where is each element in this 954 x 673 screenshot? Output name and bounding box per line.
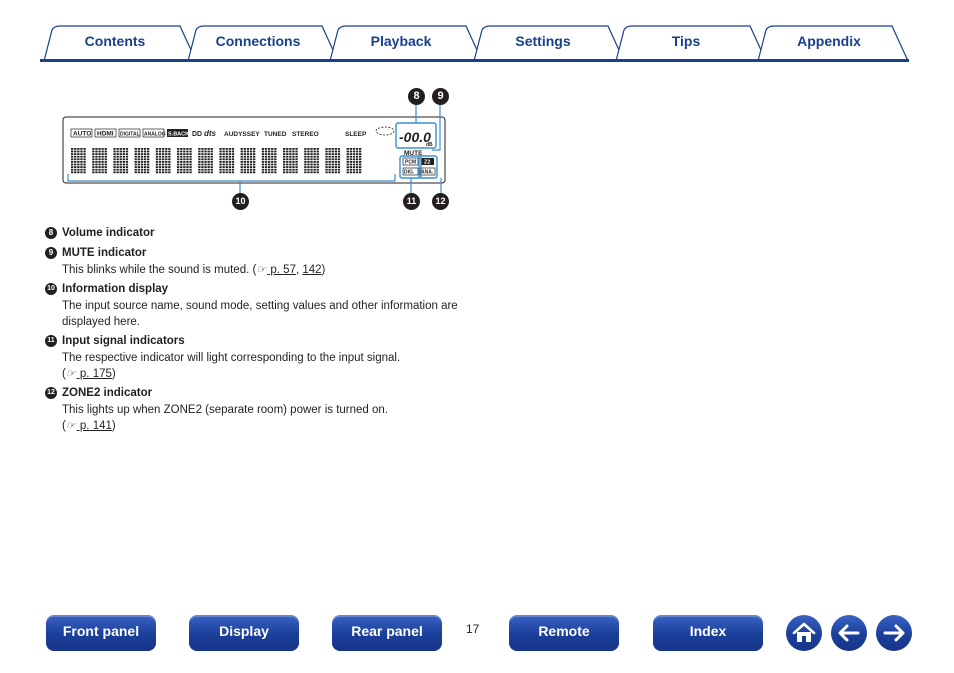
list-item: 8 Volume indicator — [45, 224, 465, 242]
pointing-hand-icon: ☞ — [256, 264, 267, 276]
forward-button[interactable] — [876, 615, 912, 651]
home-button[interactable] — [786, 615, 822, 651]
list-item: 10 Information display The input source … — [45, 280, 465, 330]
index-button[interactable]: Index — [653, 615, 763, 651]
item-number: 12 — [45, 387, 57, 399]
indicator-stereo: STEREO — [292, 131, 319, 138]
tab-outline — [40, 25, 909, 62]
item-text: This lights up when ZONE2 (separate room… — [62, 404, 388, 416]
indicator-auto: AUTO — [73, 131, 91, 138]
information-display-matrix — [71, 148, 362, 174]
tab-playback[interactable]: Playback — [370, 33, 432, 49]
callout-8: 8 — [408, 88, 425, 105]
indicator-digital: DIGITAL — [120, 132, 140, 138]
item-number: 8 — [45, 227, 57, 239]
page-link[interactable]: p. 141 — [76, 420, 112, 432]
item-number: 11 — [45, 335, 57, 347]
tab-tips[interactable]: Tips — [671, 33, 701, 49]
item-title: Input signal indicators — [62, 335, 185, 347]
indicator-sback: S.BACK — [168, 132, 189, 138]
tab-contents[interactable]: Contents — [84, 33, 146, 49]
page-link[interactable]: p. 175 — [76, 368, 112, 380]
item-description: The input source name, sound mode, setti… — [62, 300, 458, 328]
indicator-dts: dts — [204, 129, 217, 138]
item-description: The respective indicator will light corr… — [62, 350, 465, 382]
callout-12: 12 — [432, 193, 449, 210]
arrow-right-icon — [883, 624, 905, 642]
list-item: 12 ZONE2 indicator This lights up when Z… — [45, 384, 465, 434]
callout-10: 10 — [232, 193, 249, 210]
item-title: MUTE indicator — [62, 247, 147, 259]
paren: ( — [62, 420, 66, 432]
rear-panel-button[interactable]: Rear panel — [332, 615, 442, 651]
item-text: This blinks while the sound is muted. ( — [62, 264, 257, 276]
indicator-tuned: TUNED — [264, 131, 287, 138]
tab-appendix[interactable]: Appendix — [797, 33, 861, 49]
zone2-highlight — [418, 155, 438, 179]
item-number: 10 — [45, 283, 57, 295]
display-button[interactable]: Display — [189, 615, 299, 651]
tab-connections[interactable]: Connections — [215, 33, 301, 49]
ana-indicator: ANA. — [421, 170, 434, 176]
item-title: ZONE2 indicator — [62, 387, 153, 399]
item-title: Volume indicator — [62, 227, 155, 239]
paren: ) — [111, 420, 116, 432]
page-link[interactable]: 142 — [302, 264, 322, 276]
page-number: 17 — [466, 622, 480, 636]
display-frame — [62, 116, 446, 184]
volume-unit: dB — [426, 142, 433, 148]
indicator-analog: ANALOG — [144, 132, 166, 138]
indicator-dolby: DD — [192, 131, 202, 138]
page-link[interactable]: p. 57 — [267, 264, 296, 276]
indicator-sleep: SLEEP — [345, 131, 367, 138]
callout-11: 11 — [403, 193, 420, 210]
list-item: 11 Input signal indicators The respectiv… — [45, 332, 465, 382]
callout-9: 9 — [432, 88, 449, 105]
list-item: 9 MUTE indicator This blinks while the s… — [45, 244, 465, 278]
zone2-indicator: Z2 — [424, 160, 430, 166]
pointing-hand-icon: ☞ — [65, 368, 76, 380]
mute-indicator: MUTE — [404, 150, 423, 157]
pcm-indicator: PCM — [405, 160, 416, 166]
volume-readout: -00.0 — [399, 129, 431, 145]
paren: ( — [62, 368, 66, 380]
display-illustration: AUTO HDMI DIGITAL ANALOG S.BACK DD dts A… — [60, 86, 460, 216]
remote-button[interactable]: Remote — [509, 615, 619, 651]
indicator-descriptions: 8 Volume indicator 9 MUTE indicator This… — [45, 222, 465, 434]
paren: ) — [111, 368, 116, 380]
pointing-hand-icon: ☞ — [65, 420, 76, 432]
item-number: 9 — [45, 247, 57, 259]
paren: ) — [321, 264, 326, 276]
tab-settings[interactable]: Settings — [515, 33, 571, 49]
sleep-ring-icon — [375, 126, 395, 136]
separator: , — [295, 264, 303, 276]
dig-indicator: DIG. — [404, 170, 415, 176]
display-panel: AUTO HDMI DIGITAL ANALOG S.BACK DD dts A… — [62, 104, 446, 194]
item-description: This blinks while the sound is muted. (☞… — [62, 262, 465, 278]
front-panel-button[interactable]: Front panel — [46, 615, 156, 651]
back-button[interactable] — [831, 615, 867, 651]
item-text: The respective indicator will light corr… — [62, 352, 401, 364]
item-title: Information display — [62, 283, 169, 295]
item-description: This lights up when ZONE2 (separate room… — [62, 402, 465, 434]
indicator-audyssey: AUDYSSEY — [224, 131, 260, 138]
home-icon — [792, 622, 816, 642]
indicator-hdmi: HDMI — [97, 131, 114, 138]
arrow-left-icon — [838, 624, 860, 642]
tab-bar: Contents Connections Playback Settings T… — [0, 0, 954, 66]
